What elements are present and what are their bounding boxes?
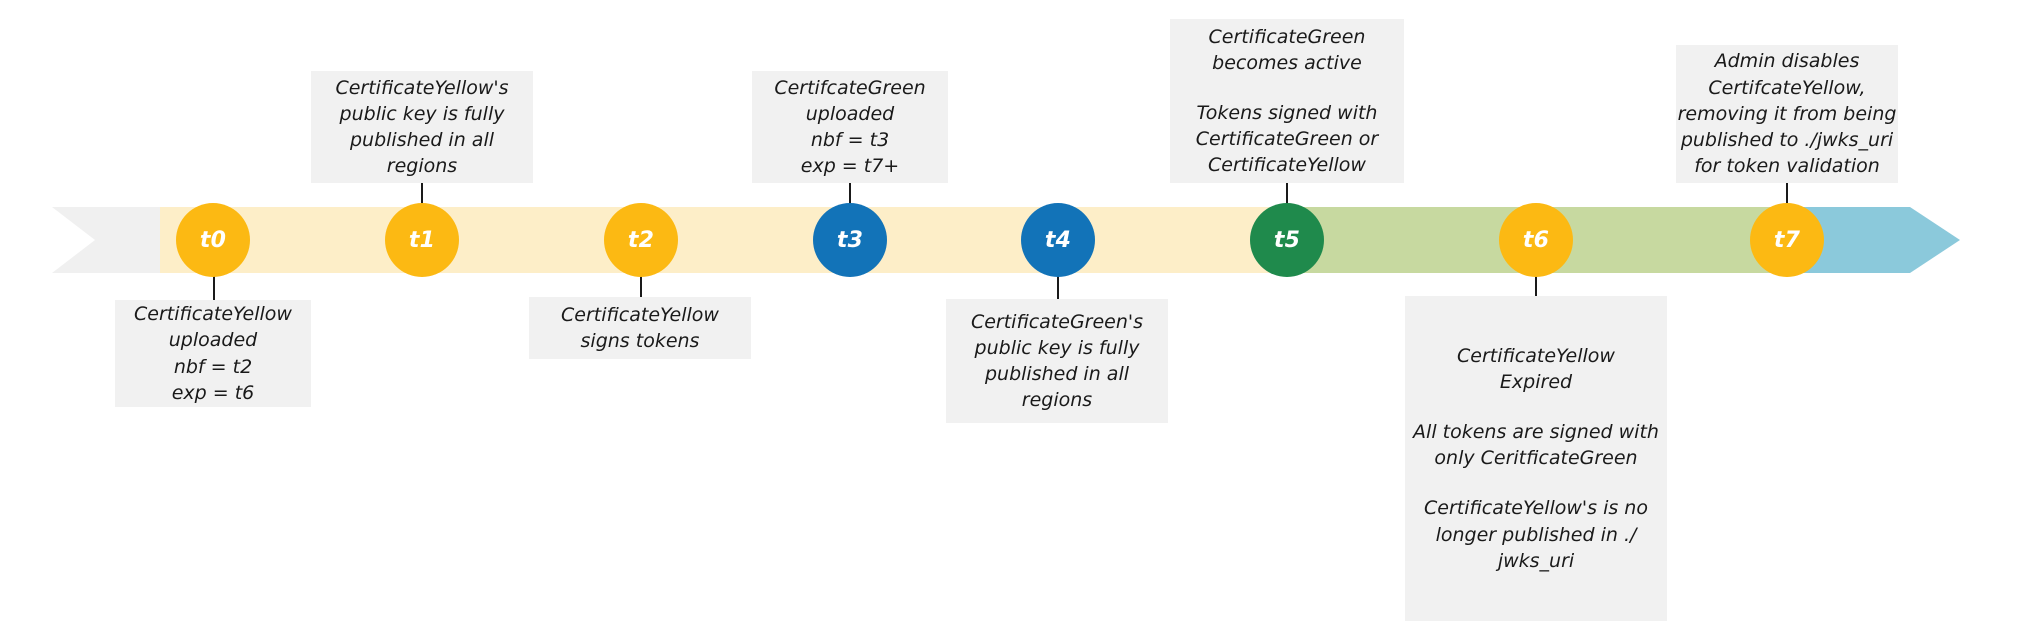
callout-t7-line-2: removing it from being [1677,102,1897,125]
callout-t6-line-3: only CeritficateGreen [1434,447,1638,470]
callout-t7-line-3: published to ./jwks_uri [1680,129,1894,152]
callout-t2: CertificateYellow signs tokens [529,297,751,359]
milestone-node-t0[interactable]: t0 [176,203,250,277]
callout-t5-line-2: Tokens signed with [1196,101,1378,124]
callout-t4-line-3: regions [1021,389,1093,412]
callout-t3-line-1: uploaded [805,102,895,125]
milestone-label-t2: t2 [627,227,655,253]
milestone-label-t0: t0 [199,227,227,253]
callout-t5: CertificateGreen becomes active Tokens s… [1170,19,1404,183]
callout-t4-line-1: public key is fully [974,336,1140,359]
callout-t4: CertificateGreen's public key is fully p… [946,299,1168,423]
callout-t5-group-1: Tokens signed with CertificateGreen or C… [1176,100,1398,179]
callout-t5-line-0: CertificateGreen [1208,25,1366,48]
connector-t1 [421,183,423,210]
callout-t4-line-2: published in all [984,363,1129,385]
milestone-label-t7: t7 [1773,227,1801,253]
callout-t4-line-0: CertificateGreen's [970,310,1144,333]
callout-t1-line-1: public key is fully [339,102,505,125]
callout-t6-line-1: Expired [1499,371,1573,394]
callout-t0-line-2: nbf = t2 [173,355,253,378]
connector-t3 [849,183,851,210]
callout-t6-line-2: All tokens are signed with [1413,421,1659,444]
callout-t0-line-3: exp = t6 [171,381,255,404]
milestone-node-t5[interactable]: t5 [1250,203,1324,277]
connector-t5 [1286,183,1288,210]
milestone-label-t6: t6 [1522,227,1550,253]
callout-t3: CertifcateGreen uploaded nbf = t3 exp = … [752,71,948,183]
milestone-node-t2[interactable]: t2 [604,203,678,277]
callout-t5-line-3: CertificateGreen or [1195,127,1379,150]
callout-t0-line-0: CertificateYellow [134,303,292,326]
milestone-node-t6[interactable]: t6 [1499,203,1573,277]
callout-t7: Admin disables CertifcateYellow, removin… [1676,45,1898,183]
callout-t0: CertificateYellow uploaded nbf = t2 exp … [115,300,311,407]
callout-t3-line-0: CertifcateGreen [774,76,926,99]
callout-t6-group-0: CertificateYellow Expired [1411,343,1661,395]
milestone-node-t3[interactable]: t3 [813,203,887,277]
callout-t1: CertificateYellow's public key is fully … [311,71,533,183]
callout-t3-line-3: exp = t7+ [800,155,900,178]
milestone-label-t5: t5 [1273,227,1301,253]
callout-t6-line-5: longer published in ./ [1435,523,1637,546]
connector-t6 [1535,272,1537,296]
callout-t7-line-4: for token validation [1694,155,1880,178]
milestone-label-t3: t3 [836,227,864,253]
callout-t6: CertificateYellow Expired All tokens are… [1405,296,1667,621]
callout-t3-line-2: nbf = t3 [810,129,890,151]
callout-t2-line-1: signs tokens [580,330,700,352]
callout-t5-line-1: becomes active [1212,51,1362,74]
milestone-node-t4[interactable]: t4 [1021,203,1095,277]
milestone-label-t4: t4 [1044,227,1072,253]
callout-t1-line-2: published in all [349,129,494,151]
callout-t1-line-3: regions [386,155,458,178]
callout-t5-group-0: CertificateGreen becomes active [1176,24,1398,76]
callout-t0-line-1: uploaded [168,329,258,352]
connector-t0 [213,272,215,302]
milestone-node-t1[interactable]: t1 [385,203,459,277]
milestone-node-t7[interactable]: t7 [1750,203,1824,277]
callout-t1-line-0: CertificateYellow's [335,76,509,99]
connector-t4 [1057,272,1059,299]
connector-t7 [1786,183,1788,210]
callout-t6-line-0: CertificateYellow [1457,344,1615,367]
band-segment-yellow [160,207,1286,273]
callout-t6-line-6: jwks_uri [1497,549,1575,572]
callout-t6-line-4: CertificateYellow's is no [1424,497,1648,520]
connector-t2 [640,272,642,298]
milestone-label-t1: t1 [408,227,436,253]
callout-t2-line-0: CertificateYellow [561,303,719,326]
callout-t7-line-0: Admin disables [1714,50,1860,73]
callout-t5-line-4: CertificateYellow [1208,154,1366,177]
callout-t7-line-1: CertifcateYellow, [1708,76,1866,99]
callout-t6-group-1: All tokens are signed with only Ceritfic… [1411,419,1661,471]
callout-t6-group-2: CertificateYellow's is no longer publish… [1411,495,1661,574]
